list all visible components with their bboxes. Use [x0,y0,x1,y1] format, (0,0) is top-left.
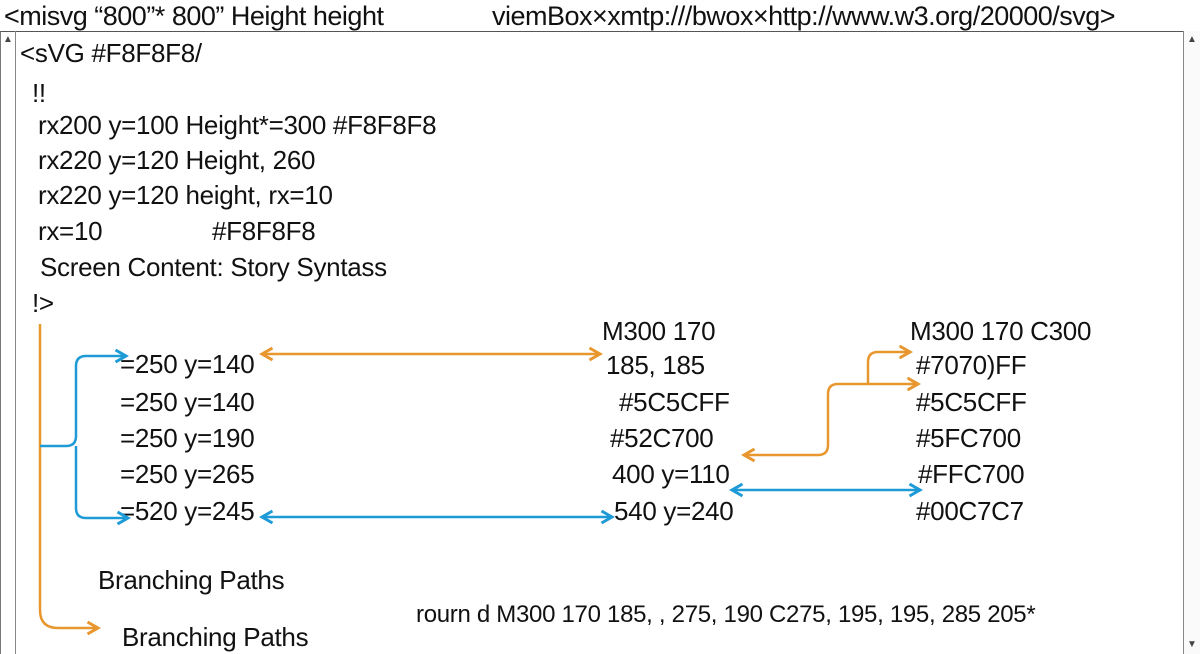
code-line-svg-open: <sVG #F8F8F8/ [20,38,202,68]
editor-window [0,31,1199,654]
header-right-text: viemBox×xmtp:///bwox×http://www.w3.org/2… [492,1,1116,31]
middle-path-point: 185, 185 [606,350,705,380]
code-line-marker: !! [32,78,46,108]
middle-color-2: #52C700 [610,423,714,453]
left-coord-5: =520 y=245 [120,496,255,526]
code-line-rect-1: rx200 y=100 Height*=300 #F8F8F8 [38,110,437,140]
blue-branch-top-arrow [40,348,130,448]
right-color-4: #FFC700 [918,459,1025,489]
left-coord-4: =250 y=265 [120,459,255,489]
left-coord-1: =250 y=140 [120,349,255,379]
middle-path-start: M300 170 [602,316,716,346]
right-color-5: #00C7C7 [916,496,1024,526]
scroll-down-arrow-icon[interactable]: ▼ [1187,639,1197,650]
path-data-text: rourn d M300 170 185, , 275, 190 C275, 1… [416,601,1036,628]
code-line-fill: #F8F8F8 [212,216,316,246]
code-line-rect-2: rx220 y=120 Height, 260 [38,145,316,175]
right-color-1: #7070)FF [916,350,1027,380]
code-line-rect-3: rx220 y=120 height, rx=10 [38,180,333,210]
right-path-start: M300 170 C300 [910,316,1092,346]
left-coord-3: =250 y=190 [120,423,255,453]
orange-connector-right [740,376,922,463]
left-gutter: ▲ [0,31,16,654]
left-coord-2: =250 y=140 [120,387,255,417]
branching-paths-label-1: Branching Paths [98,565,285,595]
blue-branch-bottom-arrow [74,446,132,526]
orange-trunk-arrow [38,324,102,636]
middle-color-1: #5C5CFF [619,387,730,417]
header-bar: <misvg “800”* 800” Height height viemBox… [0,0,1200,32]
middle-coord-2: 540 y=240 [614,496,734,526]
code-line-close: !> [32,288,54,318]
middle-coord-1: 400 y=110 [612,459,730,489]
gutter-up-arrow-icon[interactable]: ▲ [3,34,13,45]
vertical-scrollbar[interactable]: ▲ ▼ [1183,31,1200,654]
branching-paths-label-2: Branching Paths [122,622,309,652]
header-left-text: <misvg “800”* 800” Height height [4,1,384,31]
code-line-screen-content: Screen Content: Story Syntass [40,252,387,282]
right-color-2: #5C5CFF [916,387,1027,417]
orange-connector-top [866,344,914,384]
right-color-3: #5FC700 [916,423,1021,453]
scroll-up-arrow-icon[interactable]: ▲ [1187,34,1197,45]
code-line-rx: rx=10 [38,216,103,246]
